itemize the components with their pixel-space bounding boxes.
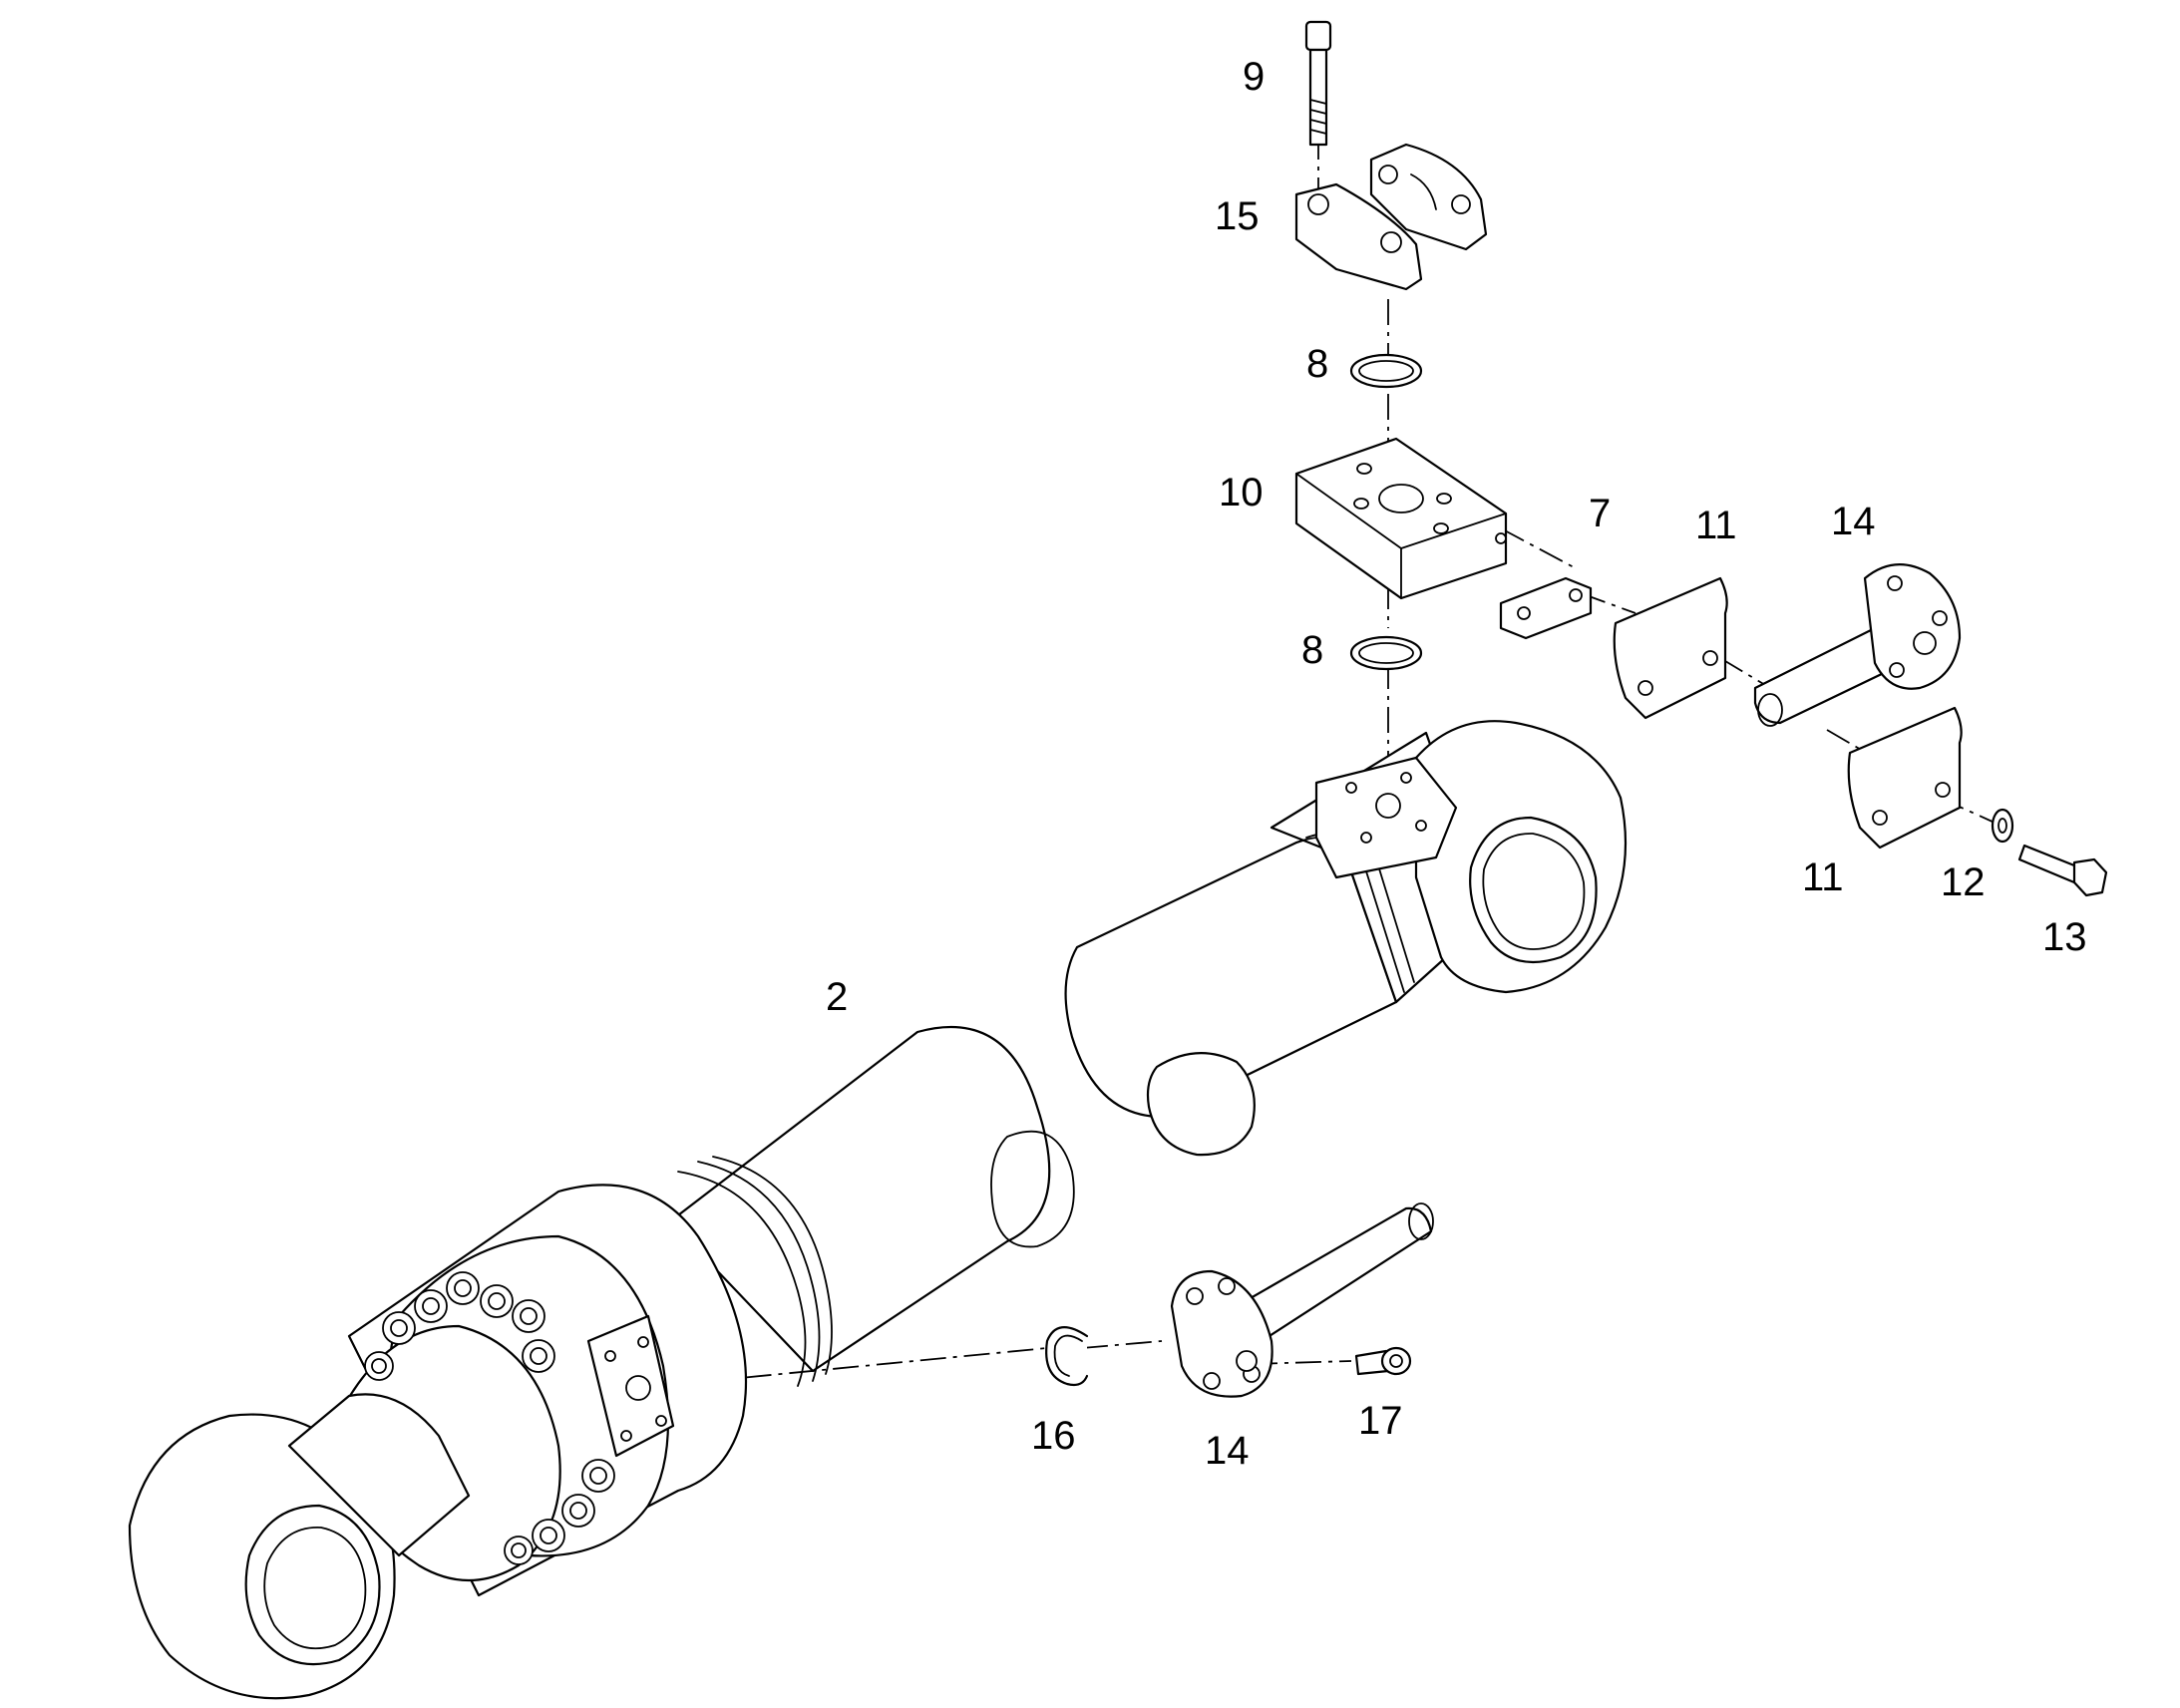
- callout-7: 7: [1589, 492, 1611, 535]
- part-9-cap-screw: [1304, 20, 1332, 147]
- callout-2: 2: [826, 975, 848, 1019]
- callout-13: 13: [2042, 915, 2087, 959]
- part-8-o-rings: [1349, 353, 1423, 671]
- callout-labels: 2 7 8 8 9 10 11 11 12 13 14 14 15 16 17: [826, 55, 2087, 1473]
- callout-11a: 11: [1695, 504, 1737, 547]
- part-10-block: [1294, 437, 1508, 600]
- callout-9: 9: [1243, 55, 1265, 99]
- cylinder-barrel: [128, 1025, 1075, 1700]
- callout-15: 15: [1215, 194, 1260, 238]
- callout-11b: 11: [1802, 855, 1844, 899]
- part-14-tube-lower: [1170, 1202, 1434, 1398]
- callout-14a: 14: [1831, 500, 1876, 543]
- callout-10: 10: [1219, 471, 1264, 514]
- part-16-snap-ring: [1045, 1326, 1089, 1387]
- callout-16: 16: [1031, 1414, 1076, 1458]
- part-13-bolt: [2017, 844, 2108, 897]
- part-11-clamp-lower: [1847, 706, 1963, 850]
- head-bolts: [364, 1271, 615, 1565]
- callout-17: 17: [1358, 1399, 1403, 1443]
- cylinder-rod-end: [1064, 720, 1628, 1157]
- part-15-split-flange: [1294, 143, 1488, 291]
- callout-12: 12: [1941, 860, 1986, 904]
- part-17-screw: [1354, 1346, 1412, 1376]
- callout-14b: 14: [1205, 1429, 1250, 1473]
- part-12-washer: [1991, 808, 2014, 844]
- part-14-tube-upper: [1753, 563, 1962, 727]
- callout-8b: 8: [1301, 628, 1323, 672]
- part-7-plate: [1499, 576, 1593, 640]
- part-11-clamp-upper: [1613, 576, 1728, 720]
- callout-8a: 8: [1306, 342, 1328, 386]
